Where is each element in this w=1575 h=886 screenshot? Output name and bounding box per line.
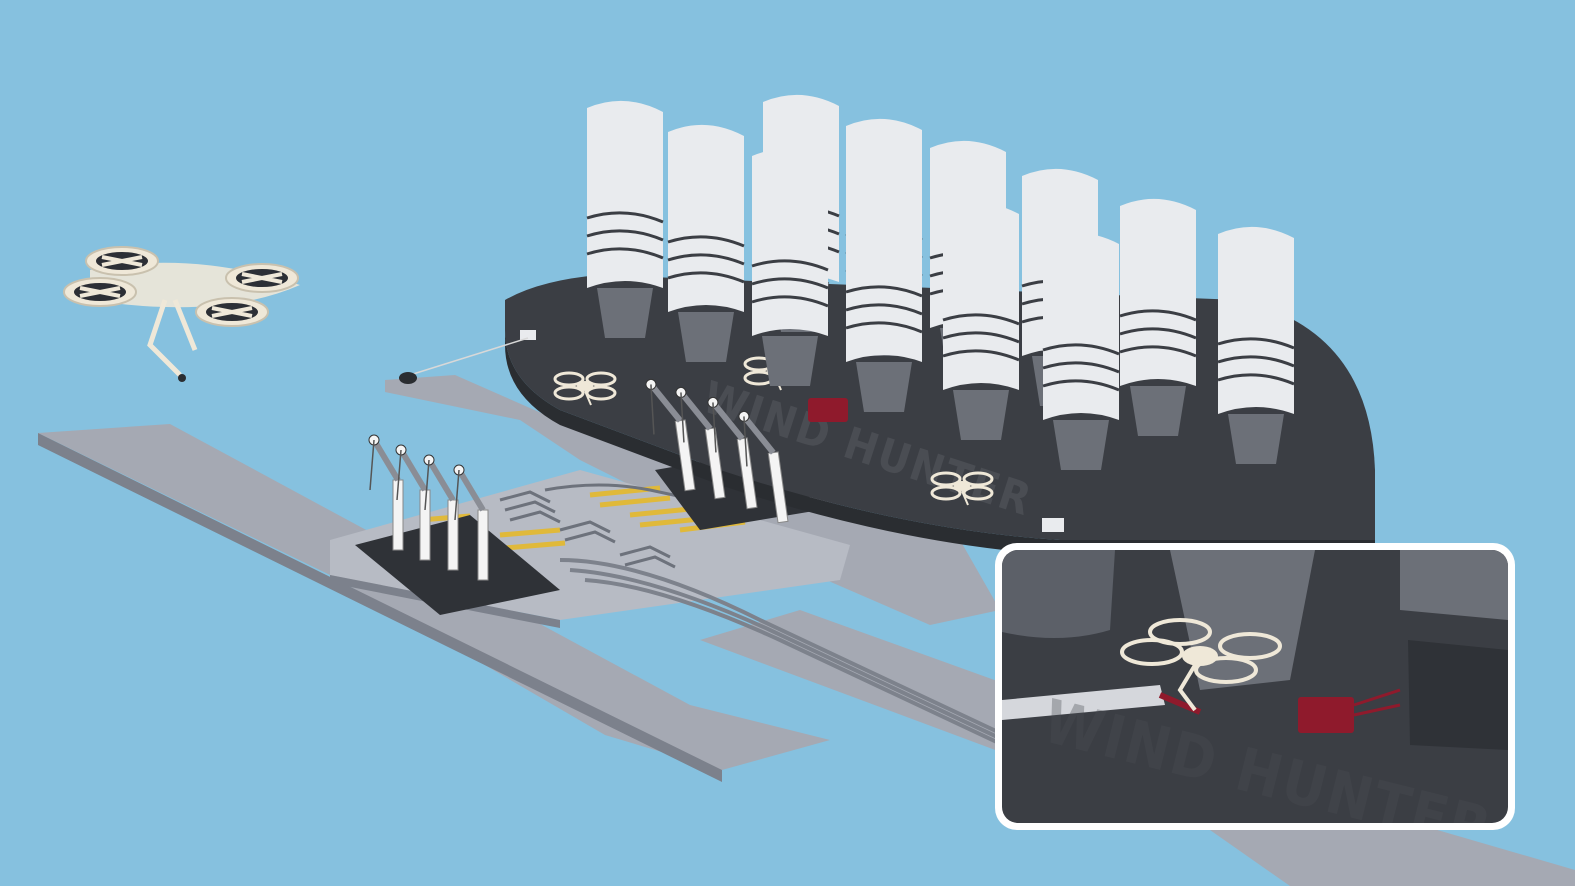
drone-rotor-icon <box>224 262 300 294</box>
inset-connector-box-icon <box>1298 697 1354 733</box>
drone-rotor-icon <box>194 296 270 328</box>
drone-rotor-icon <box>84 245 160 277</box>
inset-detail-panel: WIND HUNTER <box>995 543 1515 830</box>
drone-rotor-icon <box>62 276 138 308</box>
flying-drone <box>62 245 300 382</box>
inset-drone <box>1120 618 1282 712</box>
hull-port-light <box>520 330 536 340</box>
connector-box-icon <box>808 398 848 422</box>
hull-port-light <box>1042 518 1064 532</box>
cable-racks <box>499 483 721 569</box>
tether-anchor-icon <box>399 372 417 384</box>
